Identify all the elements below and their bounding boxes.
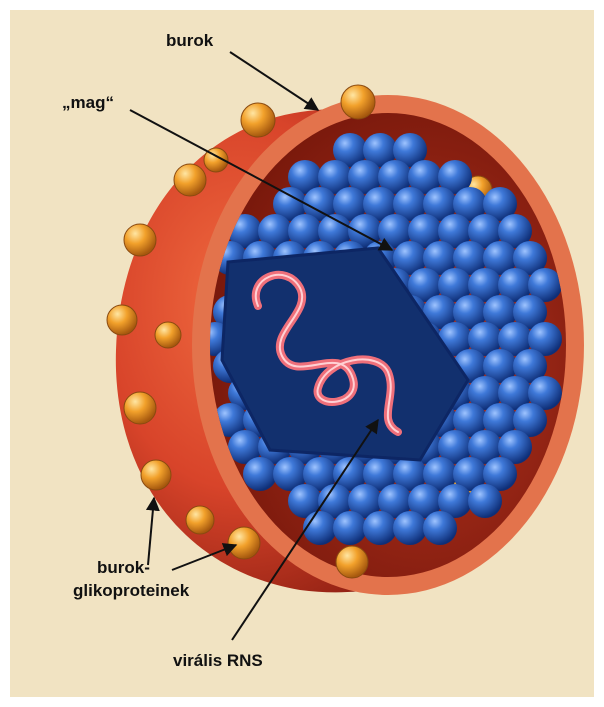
capsomer-sphere	[333, 511, 367, 545]
glycoprotein-knob	[141, 460, 171, 490]
glycoprotein-knob	[228, 527, 260, 559]
glycoprotein-knob	[336, 546, 368, 578]
capsomer-sphere	[363, 511, 397, 545]
glycoprotein-knob	[341, 85, 375, 119]
glycoprotein-knob	[241, 103, 275, 137]
label-viral-rna: virális RNS	[173, 651, 263, 670]
glycoprotein-knob	[186, 506, 214, 534]
capsomer-sphere	[393, 511, 427, 545]
glycoprotein-knob	[107, 305, 137, 335]
glycoprotein-knob	[124, 224, 156, 256]
capsomer-sphere	[303, 511, 337, 545]
label-glycoproteins-line2: glikoproteinek	[73, 581, 190, 600]
capsomer-sphere	[468, 484, 502, 518]
glycoprotein-knob	[124, 392, 156, 424]
glycoprotein-knob	[174, 164, 206, 196]
label-envelope: burok	[166, 31, 214, 50]
capsomer-sphere	[243, 457, 277, 491]
glycoprotein-knob	[155, 322, 181, 348]
capsomer-sphere	[423, 511, 457, 545]
label-glycoproteins-line1: burok-	[97, 558, 150, 577]
label-core: „mag“	[62, 93, 114, 112]
